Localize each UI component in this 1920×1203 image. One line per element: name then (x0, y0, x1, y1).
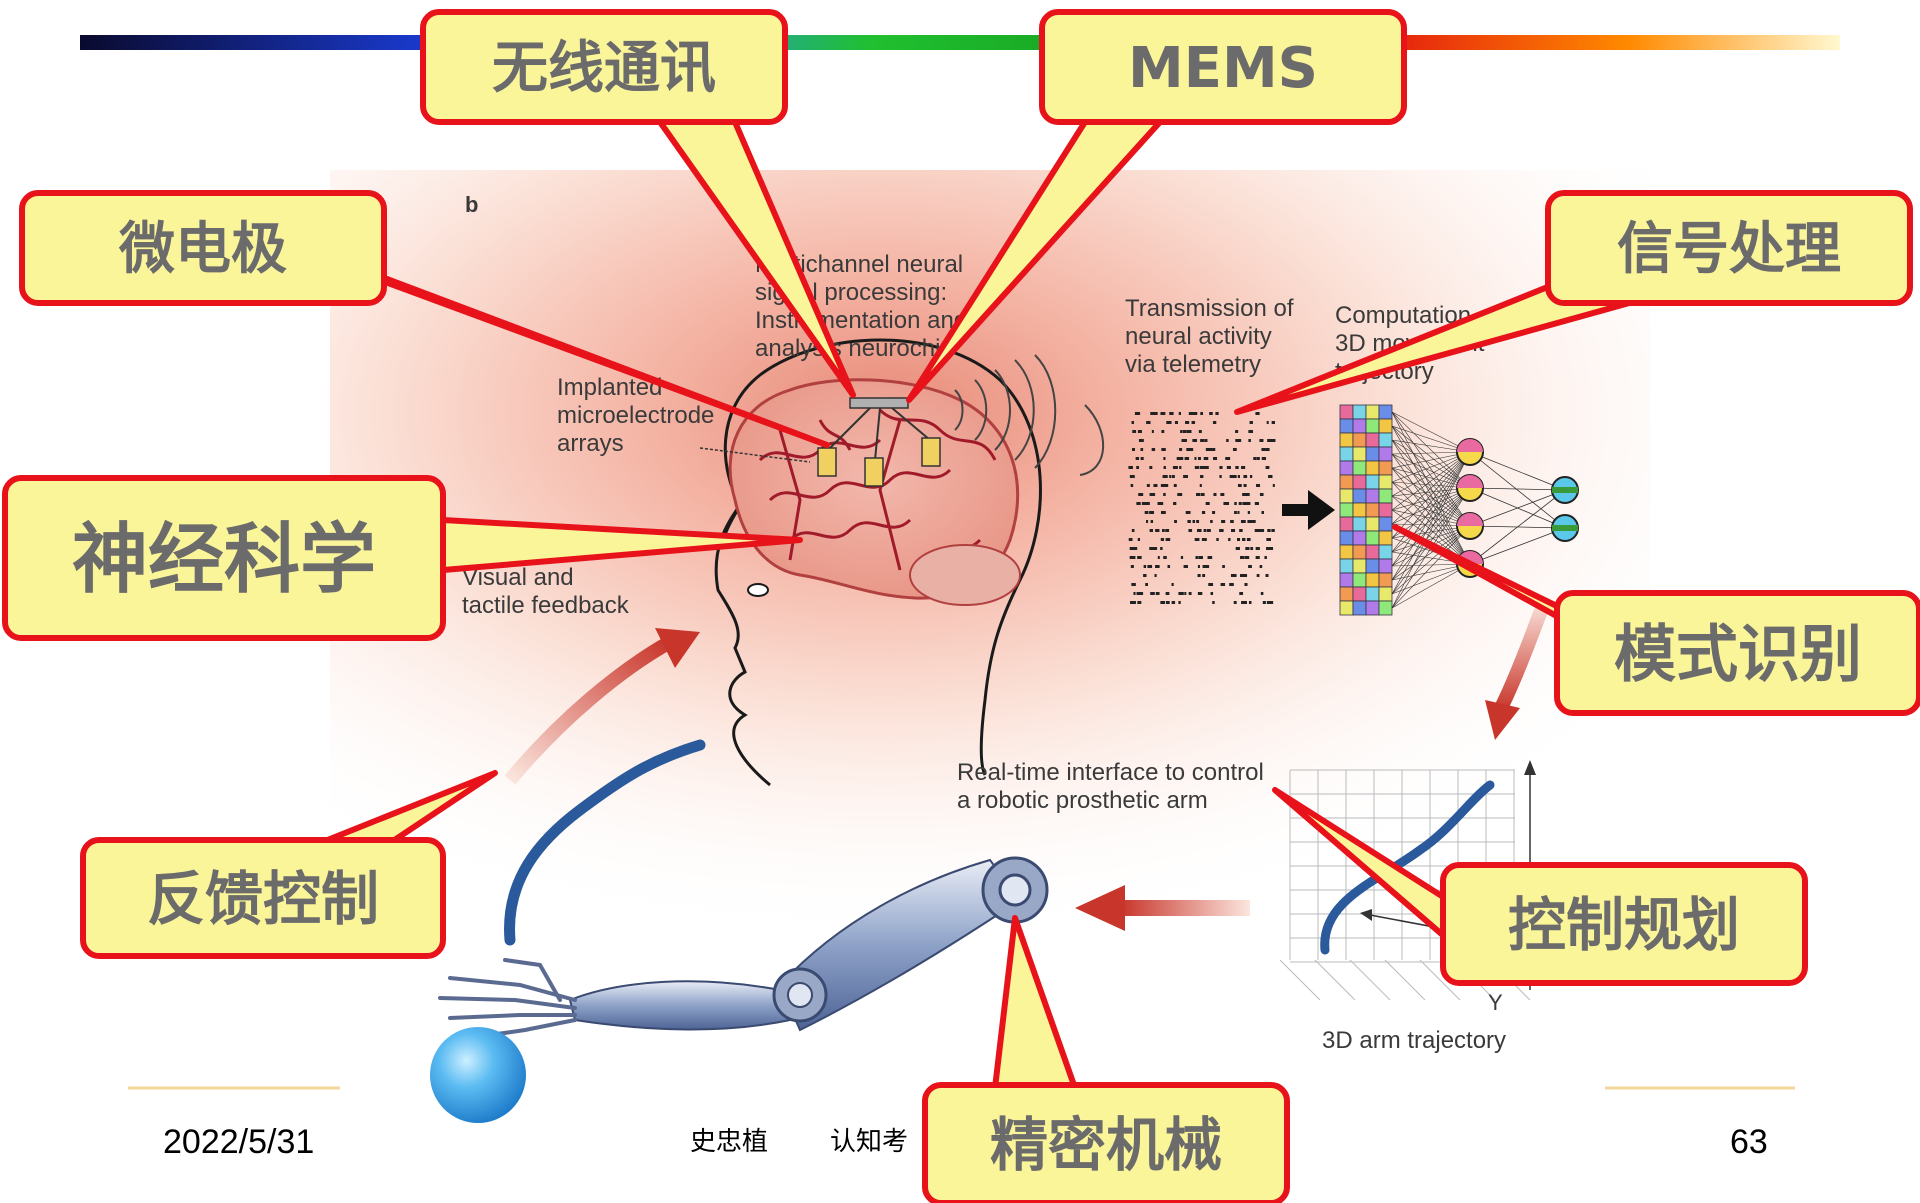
footer-course: 认知考 (830, 1126, 908, 1156)
header-color-bar (80, 35, 1840, 50)
flow-arrow-left (1120, 900, 1250, 916)
feature-matrix (1340, 405, 1392, 615)
callout-neuroscience-label: 神经科学 (72, 514, 376, 603)
callout-feedback-control-label: 反馈控制 (147, 865, 379, 933)
callout-pattern-recognition-label: 模式识别 (1614, 617, 1862, 690)
trajectory-caption: 3D arm trajectory (1322, 1027, 1506, 1054)
callout-control-planning-label: 控制规划 (1508, 891, 1740, 959)
callout-precision-machinery: 精密机械 (925, 918, 1287, 1203)
axis-y-label: Y (1488, 990, 1503, 1015)
callout-microelectrode-label: 微电极 (118, 217, 287, 282)
callout-wireless-communication-label: 无线通讯 (492, 36, 716, 101)
callout-mems-label: MEMS (1128, 36, 1318, 101)
footer-author: 史忠植 (690, 1126, 768, 1156)
callout-precision-machinery-label: 精密机械 (990, 1111, 1222, 1179)
target-ball-icon (430, 1027, 526, 1123)
footer-date: 2022/5/31 (163, 1123, 314, 1161)
callout-feedback-control: 反馈控制 (83, 773, 495, 956)
callout-signal-processing-label: 信号处理 (1617, 217, 1841, 282)
panel-label: b (465, 192, 478, 217)
page-number: 63 (1730, 1123, 1768, 1161)
